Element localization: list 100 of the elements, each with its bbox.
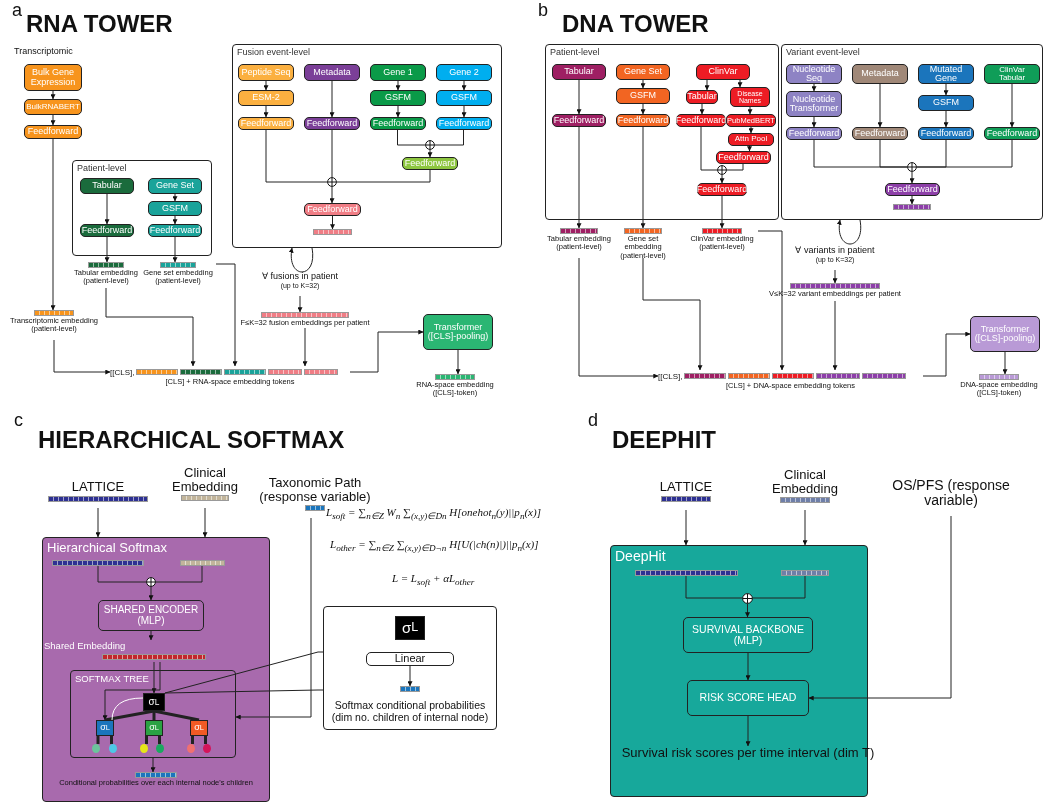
leaf-node	[92, 744, 100, 753]
input-label: LATTICE	[658, 480, 714, 494]
group-frame	[72, 160, 212, 256]
arrow	[53, 339, 111, 375]
arrow	[811, 83, 817, 92]
arrow	[757, 230, 785, 371]
process-box: Nucleotide Seq	[786, 64, 842, 84]
annotation-text: ∀ fusions in patient	[260, 272, 339, 282]
input-label: Clinical Embedding	[171, 466, 239, 494]
arrow	[879, 139, 908, 168]
group-frame	[545, 44, 779, 220]
arrow	[397, 129, 426, 146]
arrow	[297, 295, 303, 313]
group-title: Softmax conditional probabilities (dim no. children of internal node)	[330, 699, 490, 723]
process-box: BulkRNABERT	[24, 99, 82, 115]
process-box: Transformer ([CLS]-pooling)	[423, 314, 493, 350]
arrow	[877, 83, 883, 128]
annotation-text: OS/PFS (response variable)	[891, 478, 1011, 509]
process-box: Transformer ([CLS]-pooling)	[970, 316, 1040, 352]
equation: L = L$_{soft}$ + αL$_{other}$	[392, 572, 475, 588]
process-box: Feedforward	[918, 127, 974, 140]
sum-circle	[717, 165, 727, 175]
arrow	[683, 509, 689, 546]
arrow	[745, 652, 751, 681]
process-box: Tabular	[552, 64, 606, 80]
group-frame	[323, 606, 497, 730]
process-box: Feedforward	[238, 117, 294, 130]
arrow	[461, 105, 467, 118]
process-box: Feedforward	[552, 114, 606, 127]
arrow	[943, 110, 949, 128]
group-title: Patient-level	[77, 163, 127, 173]
process-box: Mutated Gene	[918, 64, 974, 84]
process-box: SURVIVAL BACKBONE (MLP)	[683, 617, 813, 653]
process-box: Feedforward	[80, 224, 134, 237]
process-box: Feedforward	[616, 114, 670, 127]
arrow	[427, 149, 433, 158]
process-box: ESM-2	[238, 90, 294, 106]
process-box: Bulk Gene Expression	[24, 64, 82, 91]
arrow	[699, 103, 705, 115]
process-box: Feedforward	[786, 127, 842, 140]
process-box: Feedforward	[697, 183, 747, 196]
panel-letter: c	[14, 410, 23, 431]
sum-circle	[146, 577, 156, 587]
panel-letter: b	[538, 0, 548, 21]
arrow	[289, 247, 314, 273]
process-box: Attn Pool	[728, 133, 774, 146]
token-label: [[CLS],	[658, 371, 683, 381]
arrow	[235, 517, 312, 720]
process-box: Linear	[366, 652, 454, 666]
arrow	[263, 80, 269, 91]
leaf-node	[203, 744, 211, 753]
process-box: Feedforward	[852, 127, 908, 140]
arrow	[640, 79, 646, 89]
arrow	[832, 300, 838, 371]
arrow	[576, 79, 582, 115]
arrow	[808, 515, 952, 701]
arrow	[202, 507, 208, 538]
arrow	[640, 103, 646, 115]
leaf-node	[187, 744, 195, 753]
panel-title: DEEPHIT	[612, 426, 716, 454]
process-box: Gene Set	[616, 64, 670, 80]
group-frame	[42, 537, 270, 802]
process-box: Feedforward	[148, 224, 202, 237]
arrow	[737, 79, 743, 88]
process-box: Feedforward	[304, 117, 360, 130]
process-box: GSFM	[616, 88, 670, 104]
arrow	[330, 215, 335, 230]
arrow	[148, 630, 154, 641]
arrow	[172, 215, 178, 225]
arrow	[832, 269, 838, 284]
process-box: Feedforward	[716, 151, 771, 164]
arrow	[811, 116, 817, 128]
group-title: Variant event-level	[786, 47, 860, 57]
leaf-node	[156, 744, 164, 753]
panel-letter: a	[12, 0, 22, 21]
arrow	[50, 138, 56, 311]
arrow	[434, 129, 464, 146]
arrow	[461, 80, 467, 91]
process-box: Nucleotide Transformer	[786, 91, 842, 117]
arrow	[745, 603, 750, 618]
arrow	[50, 90, 56, 100]
group-title: Hierarchical Softmax	[47, 540, 167, 555]
arrow	[748, 126, 754, 134]
arrow	[329, 186, 335, 204]
process-box: GSFM	[370, 90, 426, 106]
equation: L$_{other}$ = ∑$_{n∈Z}$ ∑$_{(x,y)∈D¬n}$ H[U(|ch(n)|)||p$_{n}$(x)]	[330, 538, 539, 554]
arrow	[747, 106, 753, 115]
arrow	[151, 661, 157, 694]
process-box: Feedforward	[370, 117, 426, 130]
group-title: Patient-level	[550, 47, 600, 57]
arrow	[148, 586, 154, 601]
group-title: DeepHit	[615, 548, 666, 564]
process-box: Gene 1	[370, 64, 426, 81]
process-box: Peptide Seq	[238, 64, 294, 81]
sum-circle	[327, 177, 337, 187]
process-box: Feedforward	[436, 117, 492, 130]
process-box: Feedforward	[402, 157, 458, 170]
arrow	[105, 287, 196, 367]
arrow	[104, 193, 110, 225]
group-frame	[232, 44, 502, 248]
